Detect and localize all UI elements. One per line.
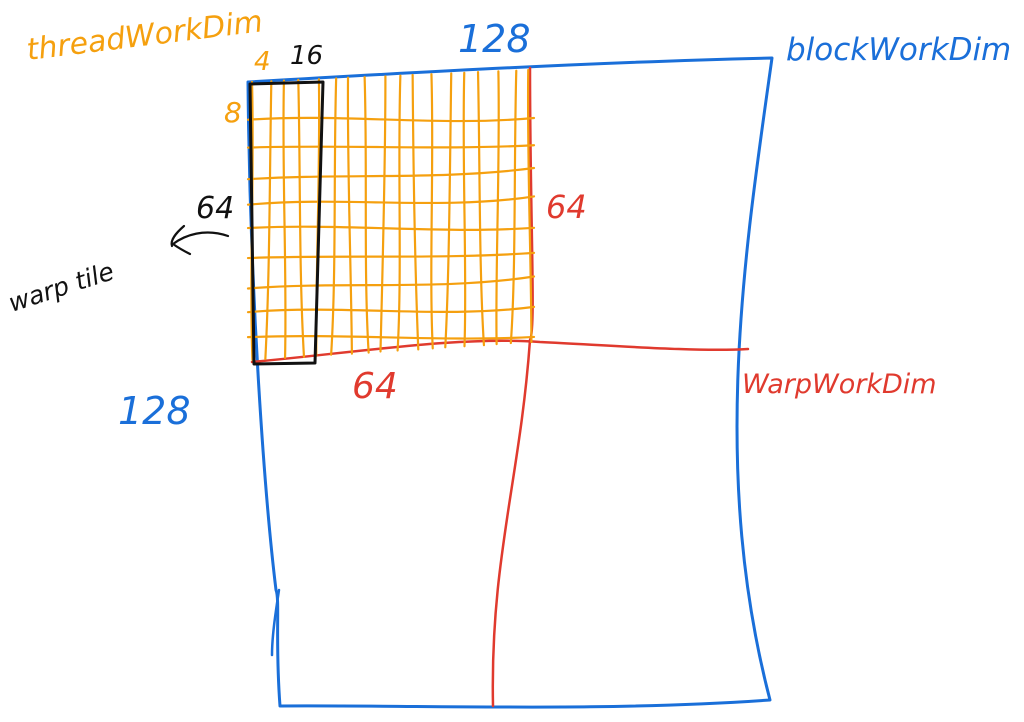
block-edge-stroke — [270, 588, 281, 657]
thread-grid-column-line — [444, 72, 453, 349]
thread-grid-row-line — [246, 335, 536, 340]
thread-grid-column-line — [379, 75, 387, 353]
warp-tile-arrow-head — [170, 224, 186, 248]
thread-grid-row-line — [246, 305, 536, 314]
thread-grid-row-line — [246, 166, 536, 181]
warp-bottom-size-label: 64 — [352, 366, 398, 407]
warp-tile-label: warp tile — [5, 256, 118, 317]
block-work-dim-label: blockWorkDim — [786, 32, 1011, 68]
thread-grid-column-line — [297, 78, 306, 358]
thread-grid-column-line — [264, 80, 273, 361]
thread-grid-column-line — [330, 77, 338, 356]
thread-grid-row-line — [246, 225, 536, 231]
warp-tile-width-label: 16 — [290, 41, 323, 71]
block-left-size-label: 128 — [118, 389, 191, 433]
thread-grid-column-line — [430, 73, 434, 350]
warp-work-dim-label: WarpWorkDim — [742, 369, 937, 400]
thread-grid-column-line — [396, 74, 402, 352]
warp-tile-outline — [248, 80, 325, 366]
block-outline — [246, 56, 774, 709]
thread-grid-column-line — [509, 69, 518, 345]
thread-grid-row-line — [246, 251, 536, 260]
thread-grid — [246, 68, 536, 362]
warp-right-size-label: 64 — [546, 188, 587, 226]
thread-grid-column-line — [282, 79, 287, 359]
warp-tile-height-label: 64 — [196, 191, 234, 226]
thread-grid-row-line — [246, 195, 536, 206]
thread-grid-column-line — [411, 73, 420, 351]
block-top-size-label: 128 — [458, 17, 531, 61]
thread-grid-row-line — [246, 116, 536, 123]
warp-vertical-divider — [491, 66, 534, 708]
thread-grid-column-line — [462, 71, 467, 348]
thread-row-size-label: 8 — [224, 96, 242, 129]
thread-col-size-label: 4 — [254, 47, 271, 77]
thread-grid-column-line — [346, 76, 353, 355]
thread-grid-column-line — [495, 70, 500, 346]
thread-grid-column-line — [363, 75, 370, 354]
thread-grid-row-line — [246, 144, 536, 149]
thread-grid-row-line — [246, 275, 536, 290]
thread-grid-column-line — [476, 71, 486, 347]
thread-grid-column-line — [526, 68, 533, 344]
warp-tile-arrow — [171, 231, 230, 256]
thread-work-dim-label: threadWorkDim — [25, 4, 265, 68]
warp-horizontal-divider — [250, 339, 750, 364]
